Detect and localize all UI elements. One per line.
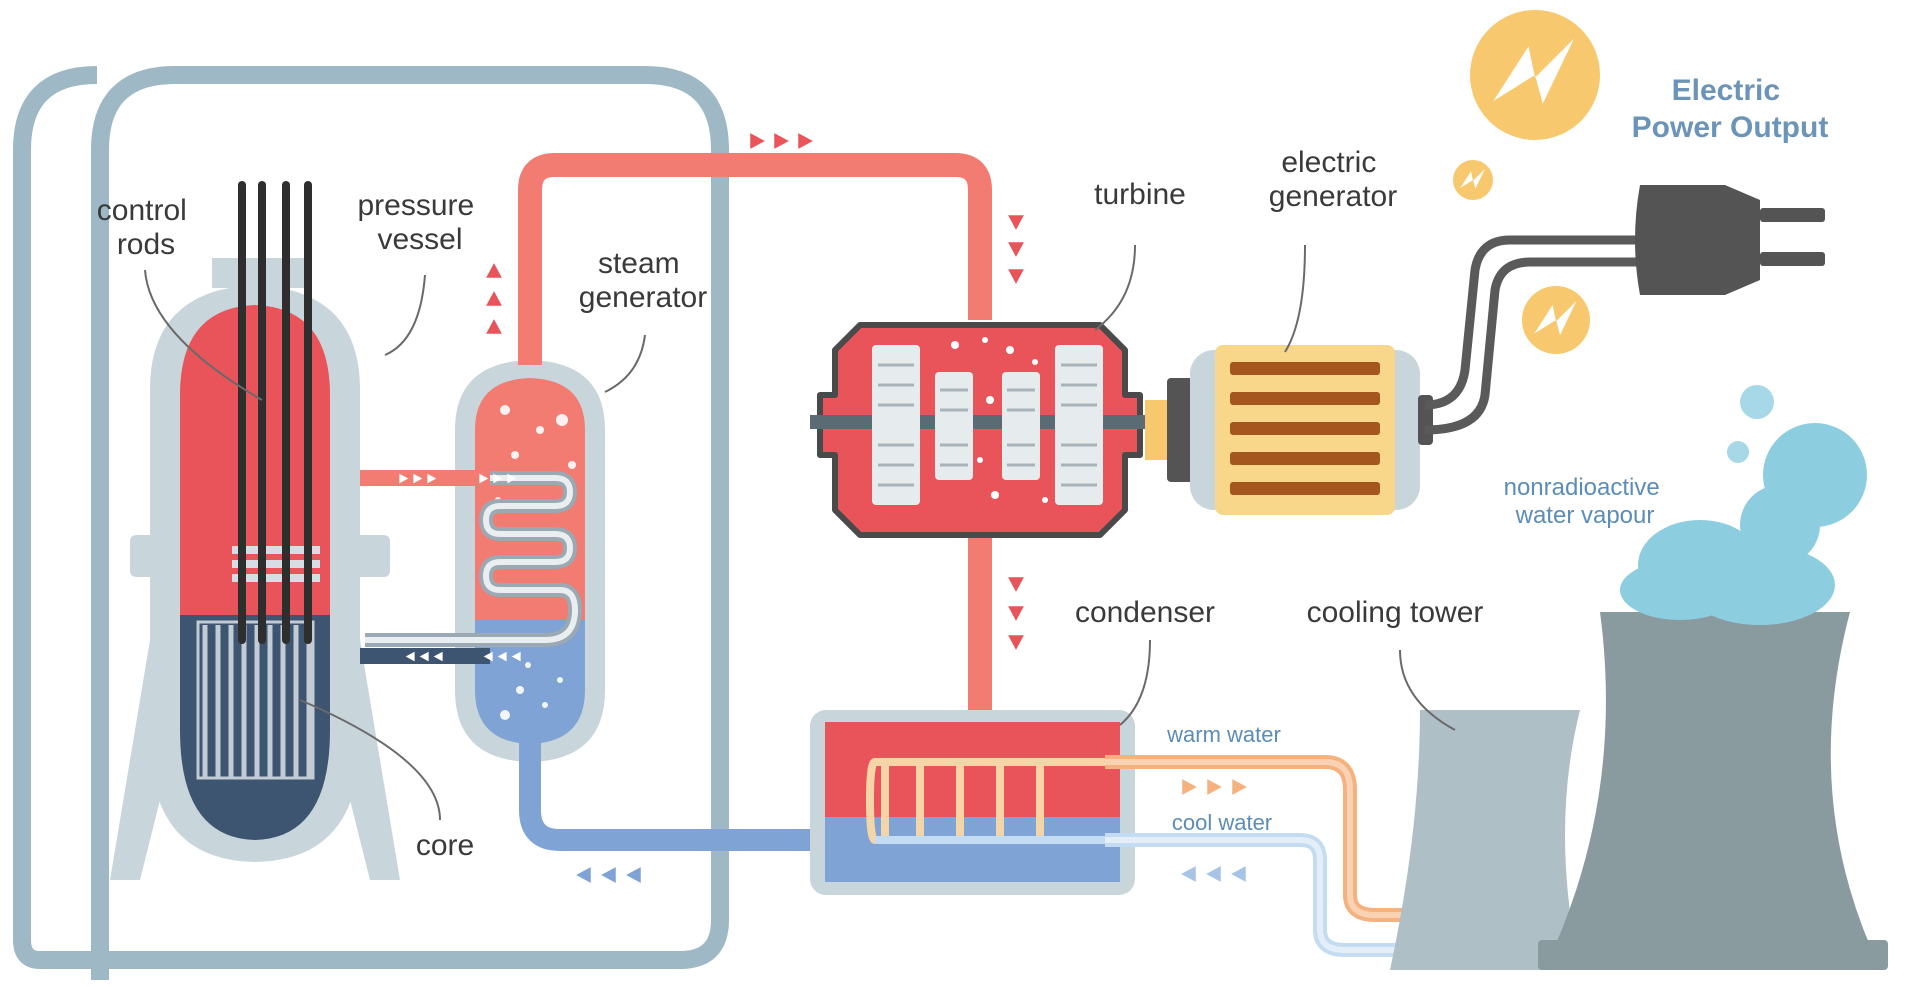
label-core: core xyxy=(416,829,474,862)
primary-hot-leg xyxy=(360,470,490,486)
control-rods xyxy=(238,181,312,644)
turbine xyxy=(810,322,1170,538)
condenser xyxy=(810,710,1135,895)
flow-arrow-icon xyxy=(1182,779,1247,795)
label-pressure-vessel: pressure vessel xyxy=(357,189,482,256)
pressure-vessel xyxy=(110,258,400,880)
label-cool-water: cool water xyxy=(1172,810,1272,835)
cooling-tower-large xyxy=(1538,612,1888,970)
lightning-bolt-icon xyxy=(1453,160,1493,200)
label-nonradioactive-water-vapour: nonradioactive water vapour xyxy=(1504,474,1667,529)
label-cooling-tower: cooling tower xyxy=(1307,596,1484,629)
lightning-bolt-icon xyxy=(1470,10,1600,140)
feedwater-line xyxy=(519,740,820,851)
label-electric-power-output: Electric Power Output xyxy=(1632,74,1829,144)
label-turbine: turbine xyxy=(1094,178,1186,211)
cooling-tower-small xyxy=(1390,710,1580,970)
flow-arrow-icon xyxy=(1181,866,1246,882)
flow-arrow-icon xyxy=(576,867,641,883)
steam-line xyxy=(518,153,992,720)
leader-lines xyxy=(144,244,1456,821)
shaft-coupling xyxy=(1145,378,1195,482)
label-steam-generator: steam generator xyxy=(579,247,707,314)
containment-building xyxy=(13,66,729,980)
plug-icon xyxy=(1424,185,1825,435)
steam-generator xyxy=(365,360,605,762)
cool-water-pipe xyxy=(1105,833,1420,957)
steam-cloud-icon xyxy=(1620,385,1867,625)
label-control-rods: control rods xyxy=(97,194,195,261)
lightning-bolt-icon xyxy=(1522,286,1590,354)
label-warm-water: warm water xyxy=(1166,722,1281,747)
electric-generator xyxy=(1190,345,1433,515)
label-condenser: condenser xyxy=(1075,596,1215,629)
warm-water-pipe xyxy=(1105,755,1420,922)
label-electric-generator: electric generator xyxy=(1269,146,1397,213)
